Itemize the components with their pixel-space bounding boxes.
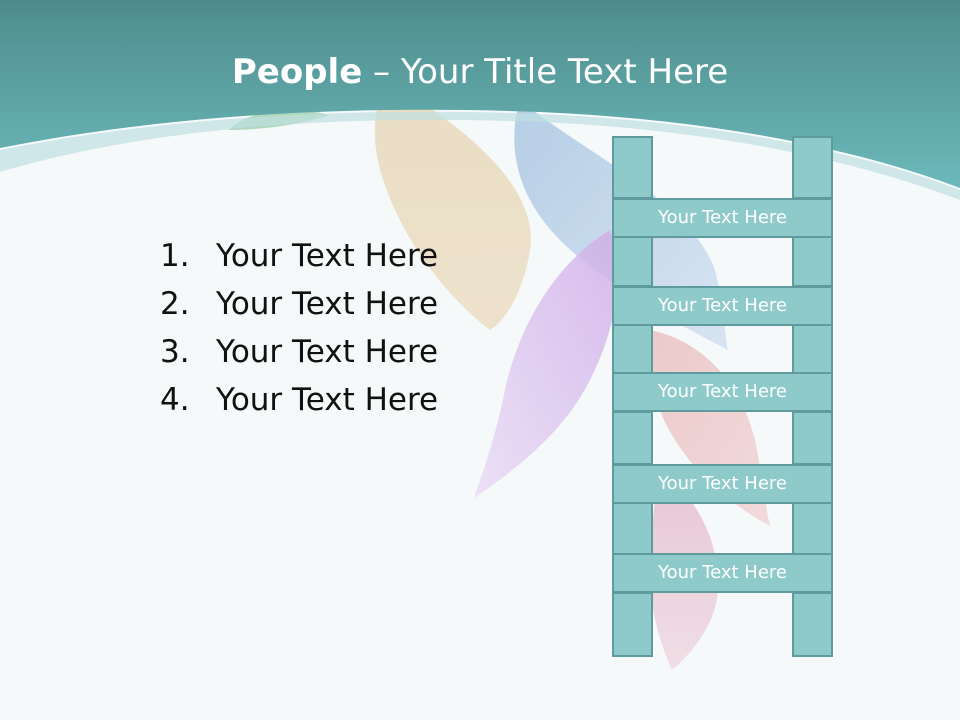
ladder-left-rail-segment	[612, 136, 653, 199]
header-band	[0, 0, 960, 188]
list-item-text: Your Text Here	[216, 382, 439, 418]
list-item: 3. Your Text Here	[160, 328, 438, 376]
list-item-number: 4.	[160, 382, 190, 418]
ladder-rung: Your Text Here	[612, 464, 833, 504]
ladder-right-rail-segment	[792, 136, 833, 199]
list-item: 2. Your Text Here	[160, 280, 438, 328]
numbered-list: 1. Your Text Here 2. Your Text Here 3. Y…	[160, 232, 438, 424]
ladder-right-rail-segment	[792, 502, 833, 555]
leaf-beige	[374, 80, 531, 330]
ladder-rung: Your Text Here	[612, 286, 833, 326]
ladder-left-rail-segment	[612, 236, 653, 287]
ladder-rung: Your Text Here	[612, 553, 833, 593]
list-item-number: 2.	[160, 286, 190, 322]
ladder-rung: Your Text Here	[612, 372, 833, 412]
ladder-right-rail-segment	[792, 592, 833, 657]
ladder-left-rail-segment	[612, 411, 653, 465]
ladder-right-rail-segment	[792, 324, 833, 374]
title-rest: – Your Title Text Here	[362, 52, 729, 92]
list-item: 4. Your Text Here	[160, 376, 438, 424]
ladder-right-rail-segment	[792, 236, 833, 287]
header-highlight-curve	[0, 111, 960, 200]
ladder-left-rail-segment	[612, 592, 653, 657]
list-item-number: 3.	[160, 334, 190, 370]
list-item-text: Your Text Here	[216, 334, 439, 370]
list-item: 1. Your Text Here	[160, 232, 438, 280]
ladder-right-rail-segment	[792, 411, 833, 465]
ladder-rung: Your Text Here	[612, 198, 833, 238]
list-item-text: Your Text Here	[216, 286, 439, 322]
ladder-left-rail-segment	[612, 502, 653, 555]
title-bold: People	[231, 52, 363, 92]
list-item-text: Your Text Here	[216, 238, 439, 274]
list-item-number: 1.	[160, 238, 190, 274]
leaf-purple	[474, 230, 618, 498]
slide-title: People – Your Title Text Here	[0, 52, 960, 92]
ladder-left-rail-segment	[612, 324, 653, 374]
